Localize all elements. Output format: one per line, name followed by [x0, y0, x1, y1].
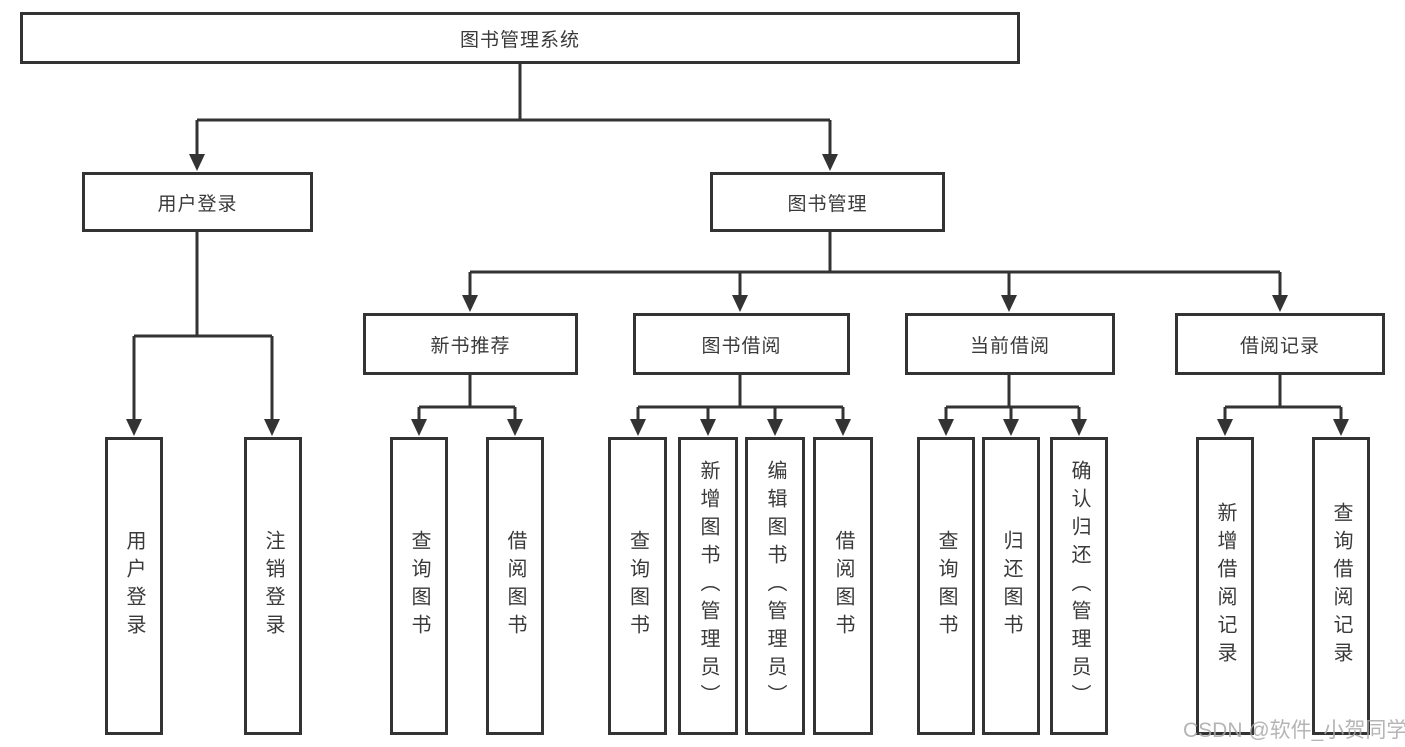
- leaf-borrow-books-1-label: 借阅图书: [504, 530, 526, 642]
- leaf-edit-book-admin-label: 编辑图书（管理员）: [764, 460, 786, 712]
- node-book-borrowing: 图书借阅: [633, 313, 850, 375]
- leaf-borrow-books-2: 借阅图书: [813, 437, 873, 735]
- node-borrowing-records: 借阅记录: [1175, 313, 1385, 375]
- node-user-login: 用户登录: [82, 172, 313, 232]
- leaf-query-books-1: 查询图书: [390, 437, 448, 735]
- node-book-management: 图书管理: [710, 172, 945, 232]
- csdn-watermark: CSDN @软件_小贺同学: [1183, 719, 1405, 742]
- node-book-management-label: 图书管理: [787, 193, 868, 215]
- node-root: 图书管理系统: [20, 12, 1020, 64]
- leaf-logout-label: 注销登录: [262, 530, 284, 642]
- node-root-label: 图书管理系统: [459, 29, 580, 51]
- node-book-borrowing-label: 图书借阅: [701, 335, 782, 357]
- node-new-book-recommendation: 新书推荐: [363, 313, 578, 375]
- leaf-borrow-books-1: 借阅图书: [486, 437, 544, 735]
- node-current-borrowing: 当前借阅: [905, 313, 1115, 375]
- leaf-user-login: 用户登录: [105, 437, 163, 735]
- leaf-add-book-admin: 新增图书（管理员）: [678, 437, 738, 735]
- leaf-query-books-3: 查询图书: [917, 437, 975, 735]
- node-borrowing-records-label: 借阅记录: [1239, 335, 1320, 357]
- leaf-query-books-3-label: 查询图书: [935, 530, 957, 642]
- leaf-add-borrow-record: 新增借阅记录: [1196, 437, 1254, 735]
- node-user-login-label: 用户登录: [157, 193, 238, 215]
- connector-paths: [132, 64, 1343, 421]
- leaf-query-books-1-label: 查询图书: [408, 530, 430, 642]
- leaf-return-book-label: 归还图书: [1000, 530, 1022, 642]
- leaf-confirm-return-admin: 确认归还（管理员）: [1050, 437, 1108, 735]
- leaf-edit-book-admin: 编辑图书（管理员）: [745, 437, 805, 735]
- node-current-borrowing-label: 当前借阅: [969, 335, 1050, 357]
- leaf-add-book-admin-label: 新增图书（管理员）: [697, 460, 719, 712]
- leaf-borrow-books-2-label: 借阅图书: [832, 530, 854, 642]
- leaf-user-login-label: 用户登录: [123, 530, 145, 642]
- leaf-query-borrow-record-label: 查询借阅记录: [1330, 502, 1352, 670]
- leaf-logout: 注销登录: [244, 437, 302, 735]
- leaf-return-book: 归还图书: [982, 437, 1040, 735]
- leaf-query-books-2: 查询图书: [608, 437, 667, 735]
- arrowheads: [126, 154, 1349, 436]
- leaf-add-borrow-record-label: 新增借阅记录: [1214, 502, 1236, 670]
- leaf-query-books-2-label: 查询图书: [626, 530, 649, 642]
- node-new-book-recommendation-label: 新书推荐: [430, 335, 511, 357]
- leaf-confirm-return-admin-label: 确认归还（管理员）: [1068, 460, 1090, 712]
- leaf-query-borrow-record: 查询借阅记录: [1312, 437, 1370, 735]
